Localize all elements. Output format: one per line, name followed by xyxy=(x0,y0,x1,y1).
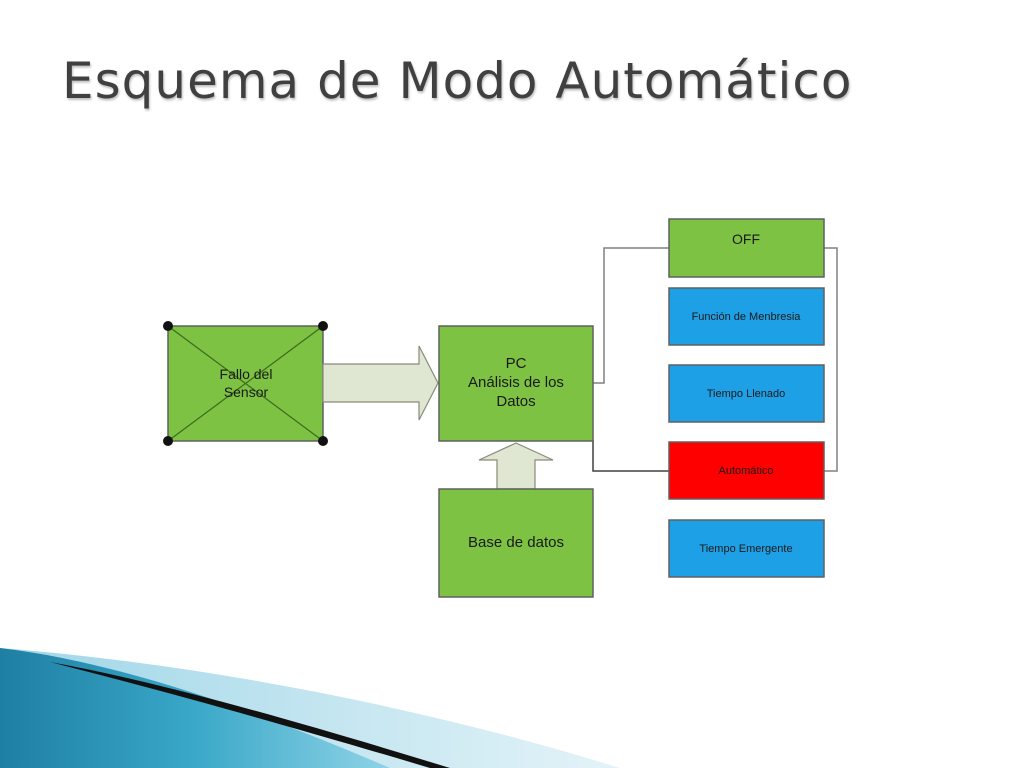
sensor-label-line2: Sensor xyxy=(224,384,269,400)
mode-automatico-label: Automático xyxy=(718,465,773,477)
mode-tiempo-emergente-label: Tiempo Emergente xyxy=(699,543,792,555)
pc-label-line1: PC xyxy=(506,355,527,372)
sensor-fault-box: Fallo del Sensor xyxy=(163,321,328,446)
footer-black-stroke xyxy=(50,662,450,768)
corner-handle xyxy=(318,436,328,446)
mode-funcion-membresia-label: Función de Menbresia xyxy=(692,311,802,323)
database-box: Base de datos xyxy=(438,488,594,598)
mode-tiempo-llenado-label: Tiempo Llenado xyxy=(707,388,785,400)
pc-label-line2: Análisis de los xyxy=(468,374,564,391)
mode-funcion-membresia-box: Función de Menbresia xyxy=(668,287,825,346)
database-label: Base de datos xyxy=(468,534,564,551)
slide-title: Esquema de Modo Automático xyxy=(62,52,853,110)
connector-pc-to-automatico xyxy=(592,440,669,472)
corner-handle xyxy=(318,321,328,331)
footer-teal-band xyxy=(0,648,390,768)
mode-tiempo-emergente-box: Tiempo Emergente xyxy=(668,519,825,578)
connector-pc-to-off xyxy=(593,247,669,384)
corner-handle xyxy=(163,436,173,446)
mode-off-box: OFF xyxy=(668,218,825,278)
mode-automatico-box: Automático xyxy=(668,441,825,500)
arrow-database-to-pc xyxy=(478,442,554,490)
connector-mode-loop xyxy=(824,247,838,472)
pc-analysis-box: PC Análisis de los Datos xyxy=(438,325,594,442)
sensor-label-line1: Fallo del xyxy=(220,366,273,382)
mode-off-label: OFF xyxy=(732,231,760,247)
arrow-sensor-to-pc xyxy=(322,345,439,421)
corner-handle xyxy=(163,321,173,331)
pc-label-line3: Datos xyxy=(496,393,535,410)
mode-tiempo-llenado-box: Tiempo Llenado xyxy=(668,364,825,423)
